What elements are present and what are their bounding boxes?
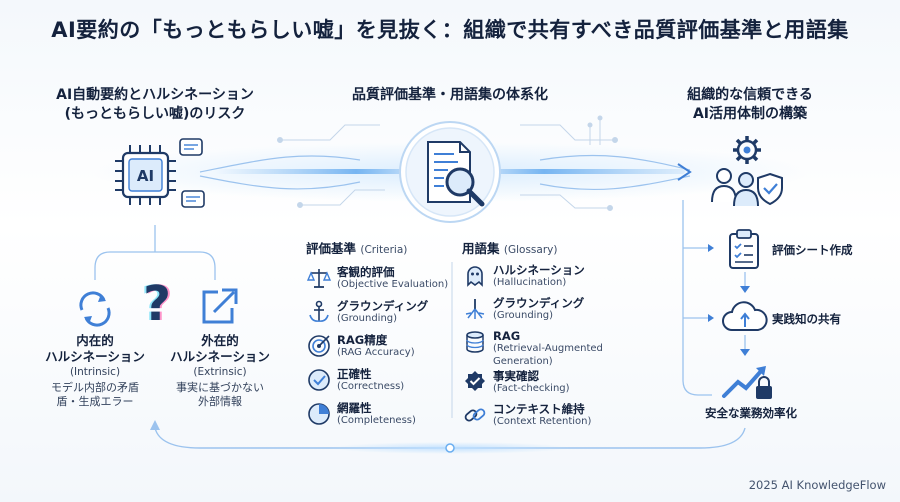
- glossary-item: 事実確認(Fact-checking): [462, 369, 612, 402]
- chat-bubble-icon: [179, 138, 205, 208]
- glossary-item-jp: コンテキスト維持: [493, 402, 585, 416]
- criteria-item-en: (Grounding): [337, 313, 398, 324]
- glossary-list: 用語集 (Glossary) ハルシネーション(Hallucination) グ…: [462, 238, 612, 435]
- right-heading: 組織的な信頼できる AI活用体制の構築: [640, 86, 860, 124]
- criteria-item-en: (Objective Evaluation): [337, 279, 449, 290]
- ai-chip-label: AI: [137, 167, 154, 185]
- criteria-item: 網羅性(Completeness): [306, 401, 451, 435]
- intrinsic-title-line1: 内在的: [76, 333, 114, 348]
- question-mark-icon: ? ? ?: [141, 276, 173, 330]
- intrinsic-block: 内在的 ハルシネーション (Intrinsic) モデル内部の矛盾 盾・生成エラ…: [25, 333, 165, 409]
- step-label: 安全な業務効率化: [705, 406, 797, 420]
- roots-icon: [465, 299, 485, 319]
- step-label: 実践知の共有: [772, 312, 841, 326]
- anchor-icon: [309, 300, 329, 322]
- glossary-item-jp: ハルシネーション: [493, 263, 585, 277]
- extrinsic-title-line1: 外在的: [201, 333, 239, 348]
- criteria-item-jp: 正確性: [337, 367, 372, 381]
- glossary-title: 用語集 (Glossary): [462, 238, 612, 257]
- verified-badge-icon: [465, 371, 485, 391]
- criteria-item-en: (RAG Accuracy): [337, 347, 415, 358]
- extrinsic-desc2: 外部情報: [198, 395, 242, 408]
- glossary-item-en: (Fact-checking): [493, 383, 570, 394]
- criteria-item-jp: グラウンディング: [337, 299, 429, 313]
- criteria-item-jp: 客観的評価: [337, 265, 395, 279]
- criteria-item: 客観的評価(Objective Evaluation): [306, 265, 451, 299]
- glossary-item: ハルシネーション(Hallucination): [462, 263, 612, 296]
- glossary-item-en: (Hallucination): [493, 277, 567, 288]
- clipboard-icon: [729, 229, 759, 269]
- left-heading: AI自動要約とハルシネーション (もっともらしい嘘)のリスク: [20, 86, 290, 124]
- extrinsic-title-line2: ハルシネーション: [170, 349, 270, 364]
- extrinsic-en: (Extrinsic): [193, 366, 247, 378]
- glossary-item: グラウンディング(Grounding): [462, 296, 612, 329]
- pie-chart-icon: [308, 403, 330, 425]
- right-heading-line2: AI活用体制の構築: [692, 106, 808, 122]
- extrinsic-desc1: 事実に基づかない: [176, 381, 264, 394]
- glossary-item-jp: 事実確認: [493, 369, 539, 383]
- external-arrow-icon: [202, 288, 238, 324]
- criteria-title-en: (Criteria): [360, 244, 408, 256]
- glossary-title-en: (Glossary): [503, 244, 558, 256]
- footer-credit: 2025 AI KnowledgeFlow: [748, 478, 886, 492]
- criteria-title-jp: 評価基準: [306, 241, 357, 256]
- right-heading-line1: 組織的な信頼できる: [687, 87, 813, 103]
- link-icon: [464, 408, 486, 422]
- svg-text:?: ?: [141, 276, 169, 330]
- extrinsic-block: 外在的 ハルシネーション (Extrinsic) 事実に基づかない 外部情報: [150, 333, 290, 409]
- left-heading-line1: AI自動要約とハルシネーション: [56, 87, 254, 103]
- intrinsic-en: (Intrinsic): [69, 366, 121, 378]
- criteria-item: 正確性(Correctness): [306, 367, 451, 401]
- intrinsic-desc2: 盾・生成エラー: [56, 395, 134, 408]
- scale-icon: [306, 269, 332, 288]
- glossary-item-jp: グラウンディング: [493, 296, 585, 310]
- glossary-item-en: (Context Retention): [493, 416, 592, 427]
- page-title: AI要約の「もっともらしい嘘」を見抜く：組織で共有すべき品質評価基準と用語集: [51, 18, 849, 42]
- glossary-title-jp: 用語集: [462, 241, 500, 256]
- center-heading: 品質評価基準・用語集の体系化: [352, 87, 548, 103]
- glossary-item: コンテキスト維持(Context Retention): [462, 402, 612, 435]
- criteria-list: 評価基準 (Criteria) 客観的評価(Objective Evaluati…: [306, 238, 451, 435]
- criteria-item: グラウンディング(Grounding): [306, 299, 451, 333]
- criteria-item-jp: 網羅性: [337, 401, 372, 415]
- criteria-item-en: (Completeness): [337, 415, 416, 426]
- database-icon: [466, 331, 484, 353]
- glossary-item-jp: RAG: [493, 329, 521, 343]
- growth-lock-icon: [722, 366, 772, 399]
- left-heading-line2: (もっともらしい嘘)のリスク: [64, 106, 246, 122]
- ghost-icon: [467, 266, 483, 287]
- criteria-item: RAG精度(RAG Accuracy): [306, 333, 451, 367]
- criteria-title: 評価基準 (Criteria): [306, 238, 451, 257]
- circular-arrows-icon: [79, 291, 111, 327]
- glossary-item-en: (Grounding): [493, 310, 554, 321]
- svg-text:?: ?: [143, 276, 171, 330]
- target-icon: [308, 335, 330, 357]
- cloud-sync-icon: [722, 301, 768, 331]
- intrinsic-desc1: モデル内部の矛盾: [51, 381, 139, 394]
- glossary-item-en-line2: Generation): [493, 355, 553, 367]
- svg-text:?: ?: [145, 276, 173, 330]
- intrinsic-title-line2: ハルシネーション: [45, 349, 145, 364]
- criteria-item-en: (Correctness): [337, 381, 405, 392]
- check-circle-icon: [308, 369, 330, 391]
- team-gear-shield-icon: [711, 136, 783, 207]
- step-label: 評価シート作成: [772, 243, 853, 257]
- ai-chip-icon: AI: [115, 138, 205, 208]
- criteria-item-jp: RAG精度: [337, 333, 388, 347]
- document-search-icon: [399, 121, 501, 223]
- glossary-item-en: (Retrieval-Augmented: [493, 343, 603, 354]
